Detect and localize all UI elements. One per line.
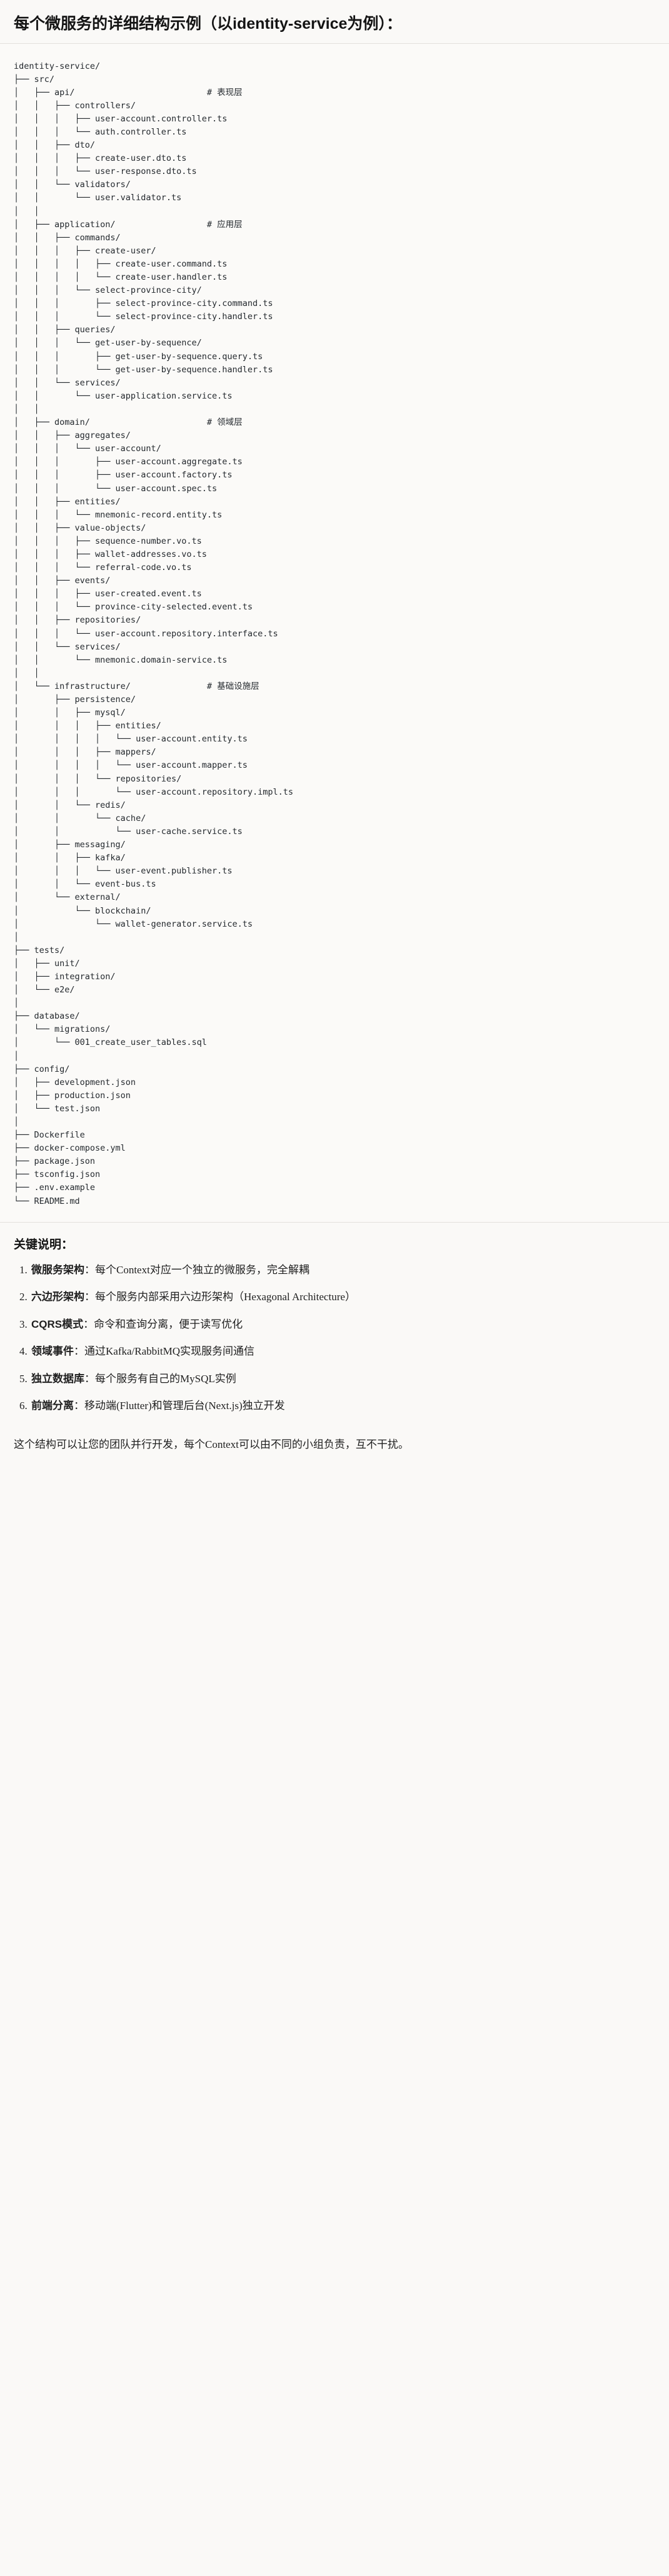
note-separator: ： [74,1345,84,1358]
page-title: 每个微服务的详细结构示例（以identity-service为例）： [14,15,402,33]
note-desc: 命令和查询分离，便于读写优化 [94,1318,243,1330]
list-item: 独立数据库：每个服务有自己的MySQL实例 [30,1371,655,1387]
note-separator: ： [83,1318,94,1330]
note-desc: 每个服务有自己的MySQL实例 [95,1372,236,1385]
note-desc: 每个服务内部采用六边形架构（Hexagonal Architecture） [95,1291,356,1303]
note-term: 微服务架构 [31,1263,84,1276]
note-term: 领域事件 [31,1345,74,1358]
list-item: 六边形架构：每个服务内部采用六边形架构（Hexagonal Architectu… [30,1289,655,1305]
list-item: 领域事件：通过Kafka/RabbitMQ实现服务间通信 [30,1343,655,1360]
list-item: CQRS模式：命令和查询分离，便于读写优化 [30,1316,655,1333]
list-item: 微服务架构：每个Context对应一个独立的微服务，完全解耦 [30,1262,655,1278]
note-desc: 通过Kafka/RabbitMQ实现服务间通信 [84,1345,254,1358]
note-term: CQRS模式 [31,1318,84,1330]
note-term: 六边形架构 [31,1291,84,1303]
key-notes-section: 关键说明： 微服务架构：每个Context对应一个独立的微服务，完全解耦 六边形… [0,1223,669,1430]
note-separator: ： [84,1263,95,1276]
document-page: 每个微服务的详细结构示例（以identity-service为例）： ident… [0,0,669,1468]
directory-tree-block: identity-service/ ├── src/ │ ├── api/ # … [0,43,669,1223]
note-desc: 移动端(Flutter)和管理后台(Next.js)独立开发 [84,1400,285,1412]
key-notes-title: 关键说明： [14,1238,74,1251]
note-separator: ： [74,1400,84,1412]
note-desc: 每个Context对应一个独立的微服务，完全解耦 [95,1263,309,1276]
document-header: 每个微服务的详细结构示例（以identity-service为例）： [0,0,669,44]
directory-tree: identity-service/ ├── src/ │ ├── api/ # … [14,61,294,1206]
key-notes-list: 微服务架构：每个Context对应一个独立的微服务，完全解耦 六边形架构：每个服… [14,1262,655,1414]
note-separator: ： [84,1291,95,1303]
list-item: 前端分离：移动端(Flutter)和管理后台(Next.js)独立开发 [30,1398,655,1414]
note-term: 前端分离 [31,1400,74,1412]
closing-paragraph: 这个结构可以让您的团队并行开发，每个Context可以由不同的小组负责，互不干扰… [14,1438,409,1450]
note-separator: ： [84,1372,95,1385]
note-term: 独立数据库 [31,1372,84,1385]
